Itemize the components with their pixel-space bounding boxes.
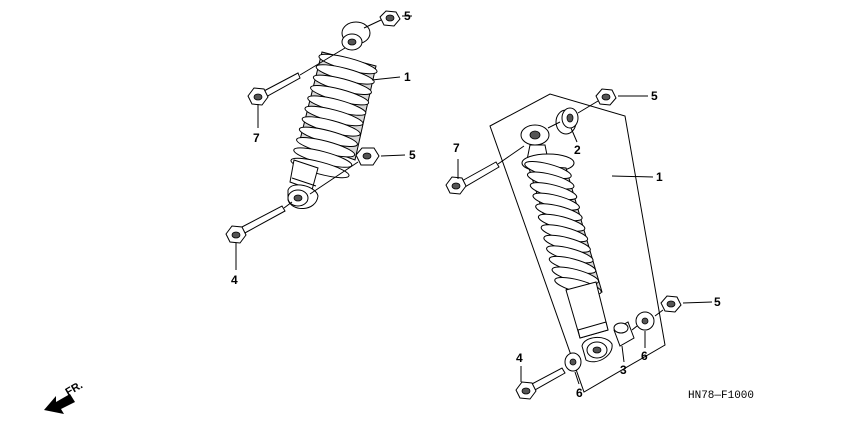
left-side-washer bbox=[564, 352, 582, 372]
diagram-code: HN78—F1000 bbox=[688, 390, 754, 402]
callout-left-upper-bolt: 7 bbox=[253, 131, 260, 145]
callout-right-upper-bolt: 7 bbox=[453, 141, 460, 155]
right-upper-bushing bbox=[555, 107, 579, 135]
right-side-washer bbox=[635, 311, 655, 331]
right-upper-bolt bbox=[445, 161, 500, 195]
callout-right-collar: 3 bbox=[620, 363, 627, 377]
callout-left-side-washer: 6 bbox=[576, 386, 583, 400]
callout-left-mid-nut: 5 bbox=[409, 148, 416, 162]
left-lower-bolt bbox=[225, 205, 286, 244]
callout-right-lower-bolt: 4 bbox=[516, 351, 523, 365]
callout-right-top-nut: 5 bbox=[651, 89, 658, 103]
callout-left-lower-bolt: 4 bbox=[231, 273, 238, 287]
right-lower-nut bbox=[660, 295, 682, 313]
left-upper-bolt bbox=[247, 72, 301, 106]
right-collar bbox=[613, 321, 635, 347]
left-top-nut bbox=[379, 10, 401, 27]
left-mid-nut bbox=[355, 147, 380, 166]
callout-right-bushing: 2 bbox=[574, 143, 581, 157]
spring-coil bbox=[290, 157, 350, 179]
right-lower-bolt bbox=[515, 367, 566, 400]
callout-right-lower-nut: 5 bbox=[714, 295, 721, 309]
callout-right-shock: 1 bbox=[656, 170, 663, 184]
right-top-nut bbox=[595, 88, 617, 106]
left-shock-absorber bbox=[287, 21, 378, 209]
front-arrow-icon bbox=[44, 394, 75, 414]
direction-label: FR. bbox=[64, 379, 85, 398]
callout-right-side-washer: 6 bbox=[641, 349, 648, 363]
right-shock-absorber bbox=[520, 124, 613, 363]
callout-left-shock: 1 bbox=[404, 70, 411, 84]
callout-left-top-nut: 5 bbox=[404, 9, 411, 23]
